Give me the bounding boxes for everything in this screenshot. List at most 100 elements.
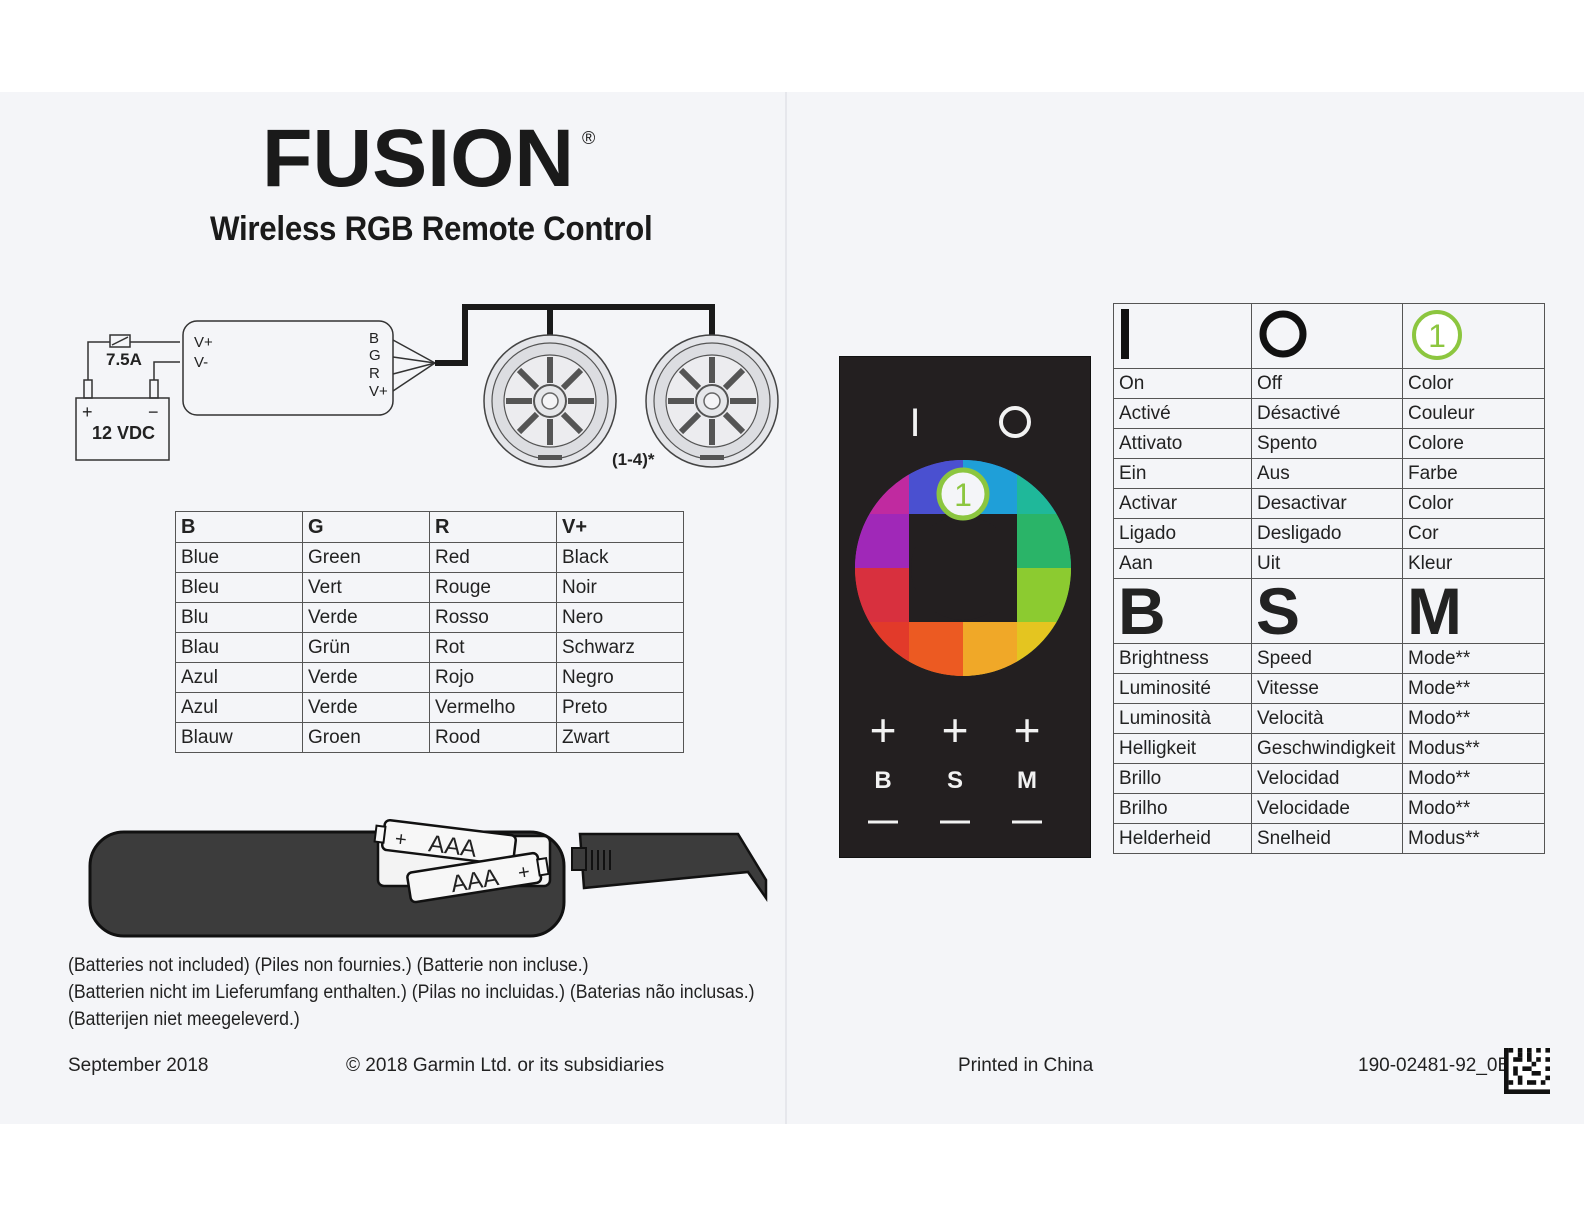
on-symbol-cell: I: [1113, 303, 1252, 369]
table-cell: Preto: [556, 692, 684, 723]
svg-text:1: 1: [1428, 318, 1446, 354]
table-cell: Attivato: [1113, 428, 1252, 459]
mode-letter: M: [1407, 574, 1462, 648]
brightness-letter: B: [1118, 574, 1166, 648]
table-cell: Rojo: [429, 662, 557, 693]
table-cell: Modo**: [1402, 763, 1545, 794]
table-cell: Colore: [1402, 428, 1545, 459]
table-cell: Ligado: [1113, 518, 1252, 549]
fuse-icon: [109, 334, 131, 348]
table-cell: Activé: [1113, 398, 1252, 429]
table-cell: Desligado: [1251, 518, 1403, 549]
speed-minus-button[interactable]: —: [940, 804, 970, 837]
svg-text:O: O: [1256, 305, 1257, 306]
color-badge-icon: [936, 467, 990, 521]
table-cell: Luminosité: [1113, 673, 1252, 704]
battery-note: (Batterijen niet meegeleverd.): [68, 1009, 300, 1030]
power-on-icon: I: [1118, 305, 1129, 359]
controller-input-label: V+: [194, 334, 213, 351]
svg-text:+: +: [516, 861, 531, 885]
aaa-battery: + AAA: [373, 819, 518, 867]
table-cell: Nero: [556, 602, 684, 633]
table-cell: Red: [429, 542, 557, 573]
table-cell: Verde: [302, 692, 430, 723]
controller-output-label: G: [369, 347, 381, 364]
table-row: Blau Grün Rot Schwarz: [175, 632, 684, 663]
table-cell: Blue: [175, 542, 303, 573]
table-row: Bleu Vert Rouge Noir: [175, 572, 684, 603]
table-cell: Ein: [1113, 458, 1252, 489]
table-cell: Speed: [1251, 643, 1403, 674]
table-cell: Mode**: [1402, 643, 1545, 674]
battery-note: (Batterien nicht im Lieferumfang enthalt…: [68, 982, 755, 1003]
table-cell: Couleur: [1402, 398, 1545, 429]
table-cell: Green: [302, 542, 430, 573]
table-header: B: [175, 511, 303, 543]
table-cell: Velocidad: [1251, 763, 1403, 794]
table-cell: Rouge: [429, 572, 557, 603]
table-cell: Color: [1402, 368, 1545, 399]
speaker-count-note: (1-4)*: [612, 450, 655, 469]
brightness-minus-button[interactable]: —: [868, 804, 898, 837]
table-cell: Rood: [429, 722, 557, 753]
power-off-icon[interactable]: [999, 406, 1031, 438]
table-cell: Uit: [1251, 548, 1403, 579]
table-cell: Schwarz: [556, 632, 684, 663]
table-row: Azul Verde Rojo Negro: [175, 662, 684, 693]
table-cell: Vert: [302, 572, 430, 603]
table-cell: Blauw: [175, 722, 303, 753]
part-number: 190-02481-92_0B: [1358, 1055, 1511, 1076]
wiring-diagram: [75, 304, 779, 468]
table-cell: Modo**: [1402, 793, 1545, 824]
table-cell: Off: [1251, 368, 1403, 399]
controller-input-label: V-: [194, 354, 209, 371]
table-cell: Groen: [302, 722, 430, 753]
table-cell: Desactivar: [1251, 488, 1403, 519]
power-off-icon: O: [1256, 305, 1307, 358]
table-cell: Modus**: [1402, 733, 1545, 764]
brightness-plus-button[interactable]: +: [870, 704, 897, 756]
battery-installation-illustration: + AAA AAA +: [88, 819, 768, 938]
mode-plus-button[interactable]: +: [1014, 704, 1041, 756]
battery-note: (Batteries not included) (Piles non four…: [68, 955, 589, 976]
mode-minus-button[interactable]: —: [1012, 804, 1042, 837]
svg-text:AAA: AAA: [427, 830, 478, 863]
power-on-icon[interactable]: I: [909, 401, 920, 445]
table-cell: Brightness: [1113, 643, 1252, 674]
mode-symbol-cell: M: [1402, 574, 1545, 648]
color-badge-icon: 1: [1412, 310, 1462, 360]
table-cell: Velocidade: [1251, 793, 1403, 824]
copyright: © 2018 Garmin Ltd. or its subsidiaries: [346, 1055, 665, 1076]
table-cell: Farbe: [1402, 458, 1545, 489]
table-cell: Cor: [1402, 518, 1545, 549]
table-header: R: [429, 511, 557, 543]
table-cell: Black: [556, 542, 684, 573]
controller-output-label: B: [369, 330, 380, 347]
svg-text:I: I: [1118, 305, 1119, 306]
speaker-icon: [645, 334, 779, 468]
table-cell: Velocità: [1251, 703, 1403, 734]
table-cell: Blau: [175, 632, 303, 663]
table-cell: Spento: [1251, 428, 1403, 459]
table-header-row: B G R V+: [175, 511, 684, 543]
brightness-symbol-cell: B: [1113, 574, 1252, 648]
table-cell: Azul: [175, 662, 303, 693]
speed-plus-button[interactable]: +: [942, 704, 969, 756]
table-cell: Snelheid: [1251, 823, 1403, 854]
remote-control-panel: I 1 + + + B S M — — —: [839, 356, 1091, 858]
logo-text: FUSION: [262, 122, 574, 194]
battery-plus-label: +: [82, 402, 93, 422]
table-cell: Bleu: [175, 572, 303, 603]
table-cell: Rosso: [429, 602, 557, 633]
wire-color-table: B G R V+ Blue Green Red Black Bleu Vert …: [175, 511, 684, 753]
table-row: Blue Green Red Black: [175, 542, 684, 573]
